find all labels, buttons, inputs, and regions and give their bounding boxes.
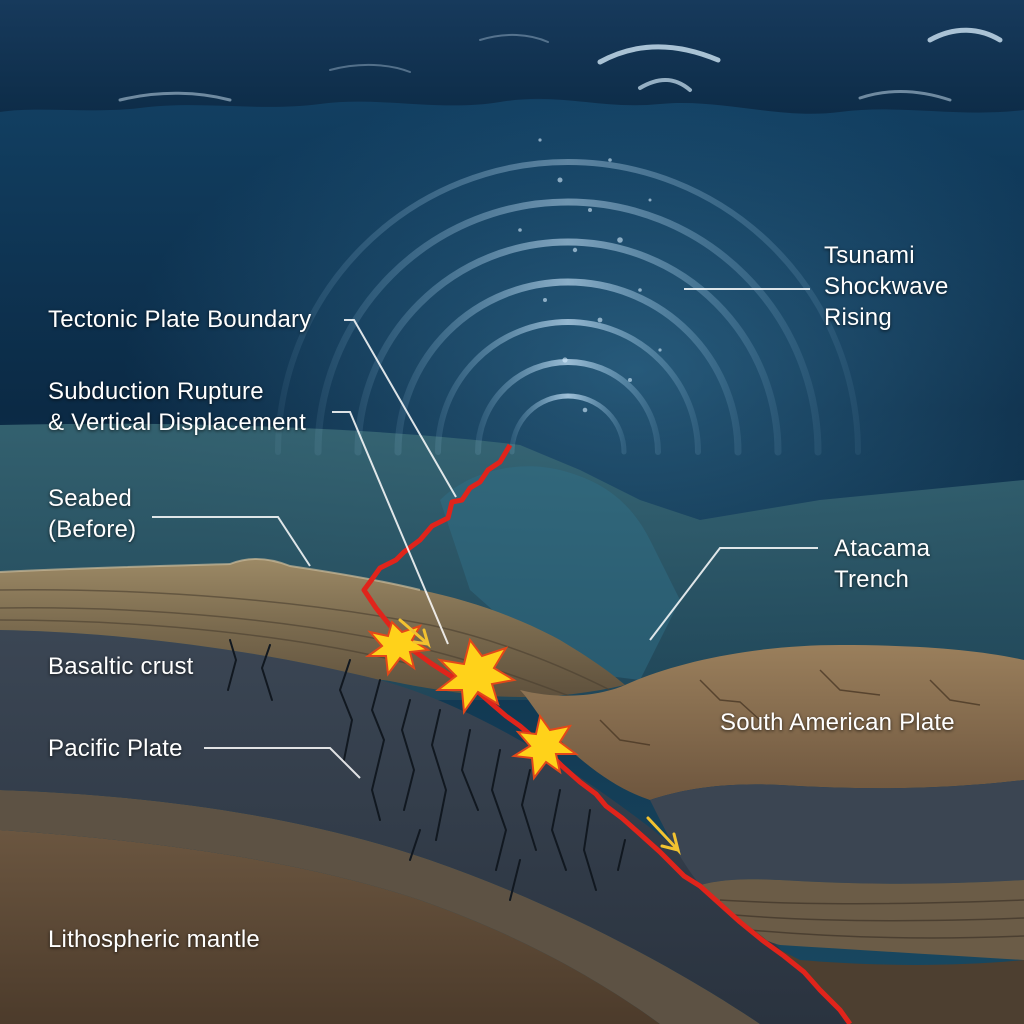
continent-cracks — [599, 669, 981, 746]
label-tsunami-shockwave: Tsunami Shockwave Rising — [824, 242, 949, 331]
ocean-surface — [0, 0, 1024, 114]
leader-seabed-before — [152, 516, 311, 567]
continent-strata-lines — [719, 899, 1024, 939]
basalt-cracks — [227, 639, 626, 901]
fault-line — [361, 443, 853, 1024]
continent-lower-basalt — [650, 780, 1024, 885]
shockwave-rings — [275, 159, 861, 456]
label-subduction-rupture: Subduction Rupture & Vertical Displaceme… — [48, 378, 307, 436]
label-seabed-before: Seabed (Before) — [48, 485, 137, 543]
motion-arrows — [398, 618, 681, 856]
leader-pacific-plate — [204, 747, 361, 779]
south-american-plate-block — [520, 645, 1024, 800]
leader-subduction-rupture — [332, 411, 449, 645]
label-atacama-trench: Atacama Trench — [834, 535, 931, 593]
lithospheric-mantle-layer — [0, 830, 660, 1024]
label-south-american-plate: South American Plate — [720, 709, 955, 736]
basaltic-crust-slab — [0, 630, 850, 1024]
label-basaltic-crust: Basaltic crust — [48, 653, 194, 680]
turbulent-water — [440, 466, 680, 680]
bubbles — [518, 138, 662, 413]
leader-atacama-trench — [649, 547, 818, 641]
continent-strata — [700, 879, 1024, 960]
seabed-before-outline — [0, 558, 421, 591]
pacific-plate-lower-band — [0, 790, 760, 1024]
rupture-burst — [364, 620, 579, 781]
label-lithospheric-mantle: Lithospheric mantle — [48, 926, 260, 953]
leader-lines — [152, 288, 818, 779]
continent-deep — [740, 920, 1024, 1024]
label-pacific-plate: Pacific Plate — [48, 735, 183, 762]
leader-tectonic-plate-boundary — [344, 319, 457, 498]
wave-crests — [118, 27, 1003, 102]
label-tectonic-plate-boundary: Tectonic Plate Boundary — [48, 306, 312, 333]
